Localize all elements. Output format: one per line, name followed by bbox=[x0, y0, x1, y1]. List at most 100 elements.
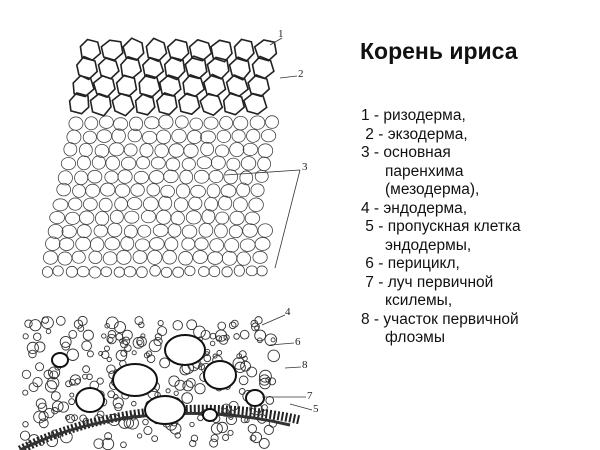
cell bbox=[251, 322, 260, 332]
cell bbox=[265, 115, 279, 129]
cell bbox=[63, 142, 78, 157]
cell bbox=[189, 421, 195, 428]
cell bbox=[112, 397, 124, 409]
cell bbox=[221, 266, 233, 278]
cell bbox=[96, 377, 104, 385]
cell bbox=[95, 211, 110, 226]
cell bbox=[57, 170, 73, 186]
cell bbox=[171, 128, 187, 144]
cell bbox=[172, 266, 185, 278]
cell bbox=[200, 130, 216, 144]
cell bbox=[139, 143, 154, 158]
cell bbox=[248, 197, 264, 213]
cell bbox=[137, 224, 152, 238]
cell bbox=[104, 170, 119, 184]
cell bbox=[236, 182, 251, 198]
cell bbox=[209, 238, 225, 253]
cell bbox=[182, 380, 194, 392]
cell bbox=[233, 264, 245, 277]
cell bbox=[120, 349, 128, 357]
cell bbox=[133, 170, 149, 185]
cell bbox=[165, 388, 171, 394]
cell bbox=[256, 265, 268, 277]
cell bbox=[34, 341, 46, 353]
cell bbox=[246, 366, 258, 378]
cell bbox=[210, 39, 233, 63]
cell bbox=[124, 210, 140, 224]
cell bbox=[239, 170, 254, 186]
cell bbox=[148, 170, 165, 184]
cell bbox=[168, 143, 185, 158]
cell bbox=[154, 333, 163, 341]
cell bbox=[223, 169, 239, 185]
cell bbox=[78, 142, 93, 158]
cell bbox=[258, 438, 270, 449]
diagram-label-6: 6 bbox=[295, 336, 301, 348]
cell bbox=[82, 197, 98, 211]
cell bbox=[250, 183, 265, 197]
cell bbox=[259, 377, 271, 390]
cell bbox=[82, 130, 97, 144]
cell bbox=[257, 223, 273, 238]
page-title: Корень ириса bbox=[360, 38, 518, 64]
cell bbox=[225, 413, 237, 426]
cell bbox=[115, 74, 138, 97]
cell bbox=[43, 369, 54, 380]
cell bbox=[107, 336, 114, 344]
cell bbox=[109, 209, 124, 224]
cell bbox=[208, 265, 221, 278]
cell bbox=[261, 129, 277, 143]
legend-item-5: 5 - пропускная клетка bbox=[361, 218, 521, 235]
cell bbox=[75, 236, 91, 252]
cell bbox=[127, 128, 142, 143]
cell bbox=[233, 115, 249, 131]
cell bbox=[22, 333, 29, 340]
cell bbox=[178, 251, 193, 266]
cell bbox=[44, 380, 58, 393]
cell bbox=[242, 355, 248, 362]
cell bbox=[215, 144, 230, 158]
cell bbox=[126, 416, 139, 430]
legend-item-3-line-3: (мезодерма), bbox=[385, 181, 480, 198]
cell bbox=[212, 353, 218, 359]
cell bbox=[240, 156, 257, 171]
cell bbox=[24, 319, 33, 328]
cell bbox=[44, 407, 55, 419]
cell bbox=[146, 354, 156, 363]
cell bbox=[137, 339, 143, 346]
cell bbox=[76, 265, 90, 278]
cell bbox=[229, 142, 245, 157]
cell bbox=[49, 370, 59, 380]
cell bbox=[159, 357, 171, 369]
diagram-label-2: 2 bbox=[298, 68, 304, 80]
cell bbox=[68, 116, 84, 131]
cell bbox=[77, 155, 91, 171]
cell bbox=[226, 157, 241, 171]
cell bbox=[72, 184, 86, 198]
iris-root-cross-section-drawing bbox=[17, 37, 313, 450]
cell bbox=[26, 341, 39, 354]
cell bbox=[131, 400, 137, 407]
cell bbox=[33, 332, 42, 341]
cell bbox=[148, 339, 162, 353]
cell bbox=[202, 408, 218, 422]
cell bbox=[229, 210, 245, 226]
cell bbox=[123, 224, 138, 239]
cell bbox=[224, 238, 240, 253]
cell bbox=[181, 157, 196, 171]
cell bbox=[163, 169, 179, 184]
legend-item-1: 1 - ризодерма, bbox=[361, 107, 466, 124]
cell bbox=[154, 143, 169, 158]
cell bbox=[115, 349, 128, 362]
cell bbox=[181, 237, 196, 251]
cell bbox=[42, 250, 59, 265]
cell bbox=[134, 93, 156, 116]
cell bbox=[88, 266, 102, 279]
cell bbox=[203, 360, 237, 390]
cell bbox=[117, 169, 133, 184]
cell bbox=[47, 366, 61, 379]
cell bbox=[203, 116, 219, 130]
cell bbox=[68, 379, 76, 386]
cell bbox=[169, 422, 182, 435]
legend-item-8: 8 - участок первичной bbox=[361, 310, 519, 328]
